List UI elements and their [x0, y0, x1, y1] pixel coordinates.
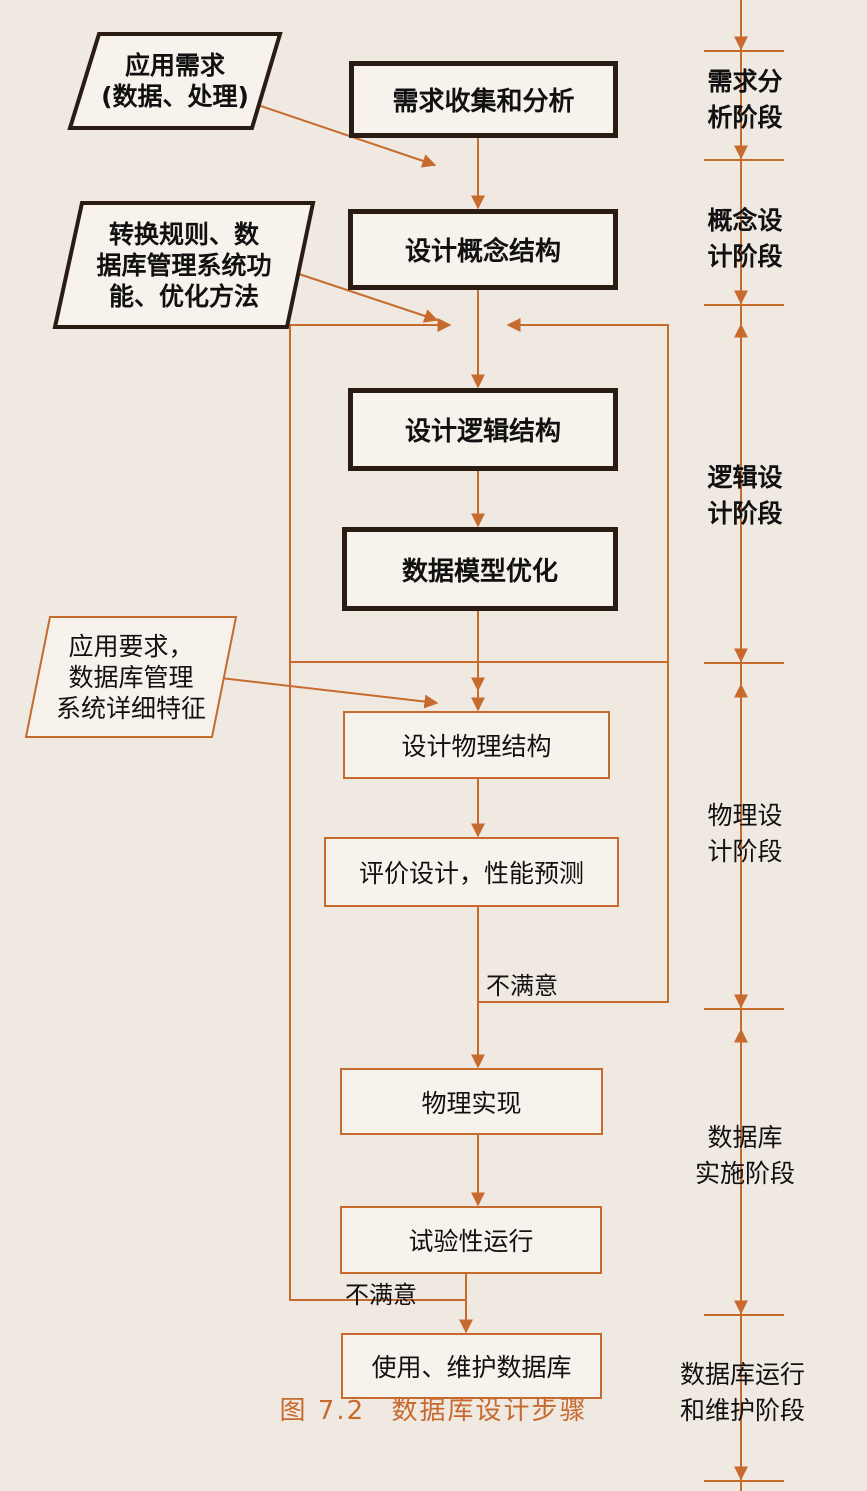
process-label: 设计概念结构	[404, 237, 561, 267]
process-label: 使用、维护数据库	[371, 1353, 572, 1382]
input-label: 转换规则、数 据库管理系统功 能、优化方法	[96, 219, 272, 311]
process-use-maintain: 使用、维护数据库	[341, 1333, 602, 1399]
process-logical-design: 设计逻辑结构	[348, 388, 618, 471]
arrow-input-1	[251, 102, 437, 168]
process-trial-run: 试验性运行	[340, 1206, 602, 1274]
figure-caption: 图 7.2 数据库设计步骤	[0, 1390, 867, 1427]
caption-title: 数据库设计步骤	[391, 1396, 588, 1426]
loop-evaluate-right	[478, 318, 669, 1003]
process-physical-design: 设计物理结构	[343, 711, 610, 779]
input-app-requirements: 应用需求 (数据、处理)	[70, 34, 280, 128]
input-label: 应用需求 (数据、处理)	[101, 51, 249, 111]
process-label: 数据模型优化	[401, 556, 558, 587]
stage-conceptual: 概念设 计阶段	[707, 206, 783, 271]
arrow-input-2	[286, 269, 439, 323]
process-label: 设计逻辑结构	[404, 417, 561, 447]
process-physical-implementation: 物理实现	[340, 1068, 603, 1135]
input-shape-1	[67, 32, 283, 130]
input-shape-3	[24, 616, 238, 738]
process-label: 物理实现	[421, 1088, 522, 1118]
input-dbms-features: 应用要求， 数据库管理 系统详细特征	[26, 617, 236, 737]
input-conversion-rules: 转换规则、数 据库管理系统功 能、优化方法	[55, 203, 313, 327]
stage-implementation: 数据库 实施阶段	[694, 1123, 795, 1188]
stage-physical: 物理设 计阶段	[707, 801, 783, 866]
stage-logical: 逻辑设 计阶段	[707, 463, 783, 528]
input-shape-2	[52, 201, 316, 329]
process-model-optimization: 数据模型优化	[342, 527, 618, 611]
process-label: 设计物理结构	[401, 732, 552, 761]
loop-trial-left	[289, 318, 467, 1301]
note-unsatisfied-trial: 不满意	[345, 1281, 417, 1309]
process-label: 试验性运行	[408, 1227, 534, 1256]
note-unsatisfied-evaluate: 不满意	[486, 972, 558, 1000]
stage-requirements: 需求分 析阶段	[707, 67, 783, 132]
process-conceptual-design: 设计概念结构	[348, 209, 618, 290]
process-evaluate: 评价设计，性能预测	[324, 837, 619, 907]
arrow-input-3	[211, 676, 439, 709]
process-label: 需求收集和分析	[392, 87, 575, 117]
process-requirements: 需求收集和分析	[349, 61, 618, 138]
process-label: 评价设计，性能预测	[358, 859, 584, 888]
input-label: 应用要求， 数据库管理 系统详细特征	[55, 631, 206, 723]
caption-number: 图 7.2	[279, 1396, 366, 1426]
stage-operation: 数据库运行 和维护阶段	[679, 1360, 805, 1425]
